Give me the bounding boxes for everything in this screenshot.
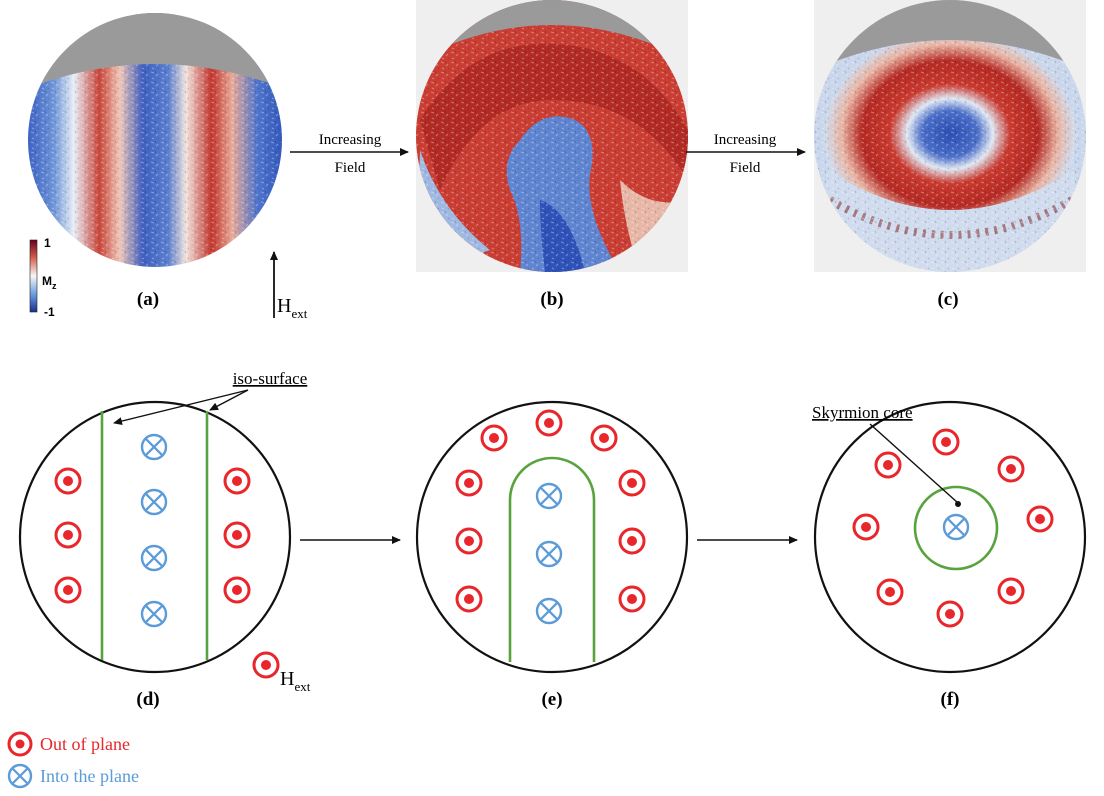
schematic-panel-f <box>813 400 1087 674</box>
out-of-plane-spin-f <box>997 577 1025 605</box>
colorbar: 1 -1 Mz <box>29 236 57 319</box>
out-of-plane-spin-d <box>54 521 82 549</box>
increasing-field-label-2a: Increasing <box>714 132 777 148</box>
into-plane-spin-e <box>535 540 563 568</box>
out-of-plane-spin-d <box>223 576 251 604</box>
into-plane-spin-d <box>140 488 168 516</box>
out-of-plane-spin-f <box>997 455 1025 483</box>
out-of-plane-spin-d <box>54 467 82 495</box>
out-of-plane-spin-f <box>936 600 964 628</box>
hext-out-of-plane-symbol: Hext <box>252 651 311 694</box>
colorbar-min: -1 <box>44 305 55 319</box>
into-plane-spin-d <box>140 433 168 461</box>
out-of-plane-spin-e <box>480 424 508 452</box>
into-plane-spin-f-core <box>942 513 970 541</box>
panel-label-a: (a) <box>137 289 159 310</box>
simulation-panel-a <box>28 13 282 267</box>
legend-out-of-plane-label: Out of plane <box>40 734 130 754</box>
out-of-plane-spin-f <box>1026 505 1054 533</box>
out-of-plane-spin-e <box>618 469 646 497</box>
legend: Out of plane Into the plane <box>7 731 139 789</box>
increasing-field-arrow-2: Increasing Field <box>686 132 806 176</box>
out-of-plane-spin-e <box>455 469 483 497</box>
iso-surface-pointer-1 <box>113 389 249 425</box>
out-of-plane-spin-f <box>874 451 902 479</box>
out-of-plane-spin-d <box>54 576 82 604</box>
iso-surface-pointer-2 <box>209 389 249 411</box>
out-of-plane-spin-d <box>223 521 251 549</box>
sample-disk-f <box>813 400 1087 674</box>
simulation-panel-c <box>814 0 1086 272</box>
increasing-field-label-1b: Field <box>335 160 366 176</box>
increasing-field-label-1a: Increasing <box>319 132 382 148</box>
skyrmion-core-pointer <box>869 423 959 504</box>
colorbar-label: Mz <box>42 274 57 291</box>
hext-vertical-arrow: Hext <box>270 251 308 321</box>
panel-label-e: (e) <box>541 689 562 710</box>
increasing-field-label-2b: Field <box>730 160 761 176</box>
iso-surface-label: iso-surface <box>233 369 308 388</box>
into-plane-spin-d <box>140 600 168 628</box>
panel-label-f: (f) <box>941 689 960 710</box>
into-plane-spin-d <box>140 544 168 572</box>
schematic-panel-e <box>415 400 689 674</box>
sample-disk-d <box>18 400 292 674</box>
increasing-field-arrow-1: Increasing Field <box>290 132 409 176</box>
out-of-plane-spin-e <box>618 585 646 613</box>
legend-into-plane-label: Into the plane <box>40 766 139 786</box>
spin-symbols <box>54 409 1054 628</box>
skyrmion-core-label: Skyrmion core <box>812 403 913 422</box>
simulation-panel-b <box>416 0 688 272</box>
skyrmion-boundary <box>913 485 999 571</box>
iso-surface-e <box>508 456 596 662</box>
out-of-plane-spin-e <box>535 409 563 437</box>
panel-label-d: (d) <box>136 689 159 710</box>
into-plane-spin-e <box>535 597 563 625</box>
out-of-plane-spin-f <box>932 428 960 456</box>
schematic-panel-d <box>18 400 292 674</box>
legend-out-of-plane-icon <box>7 731 33 757</box>
out-of-plane-spin-d <box>223 467 251 495</box>
skyrmion-core-dot <box>955 501 961 507</box>
hext-label-bottom: Hext <box>280 668 311 694</box>
out-of-plane-spin-e <box>590 424 618 452</box>
legend-into-plane-icon <box>7 763 33 789</box>
hext-label-top: Hext <box>277 295 308 321</box>
out-of-plane-spin-f <box>852 513 880 541</box>
into-plane-spin-e <box>535 482 563 510</box>
out-of-plane-spin-e <box>455 585 483 613</box>
sample-disk-e <box>415 400 689 674</box>
out-of-plane-spin-e <box>618 527 646 555</box>
colorbar-max: 1 <box>44 236 51 250</box>
out-of-plane-spin-e <box>455 527 483 555</box>
panel-label-b: (b) <box>540 289 563 310</box>
panel-label-c: (c) <box>937 289 958 310</box>
out-of-plane-spin-f <box>876 578 904 606</box>
